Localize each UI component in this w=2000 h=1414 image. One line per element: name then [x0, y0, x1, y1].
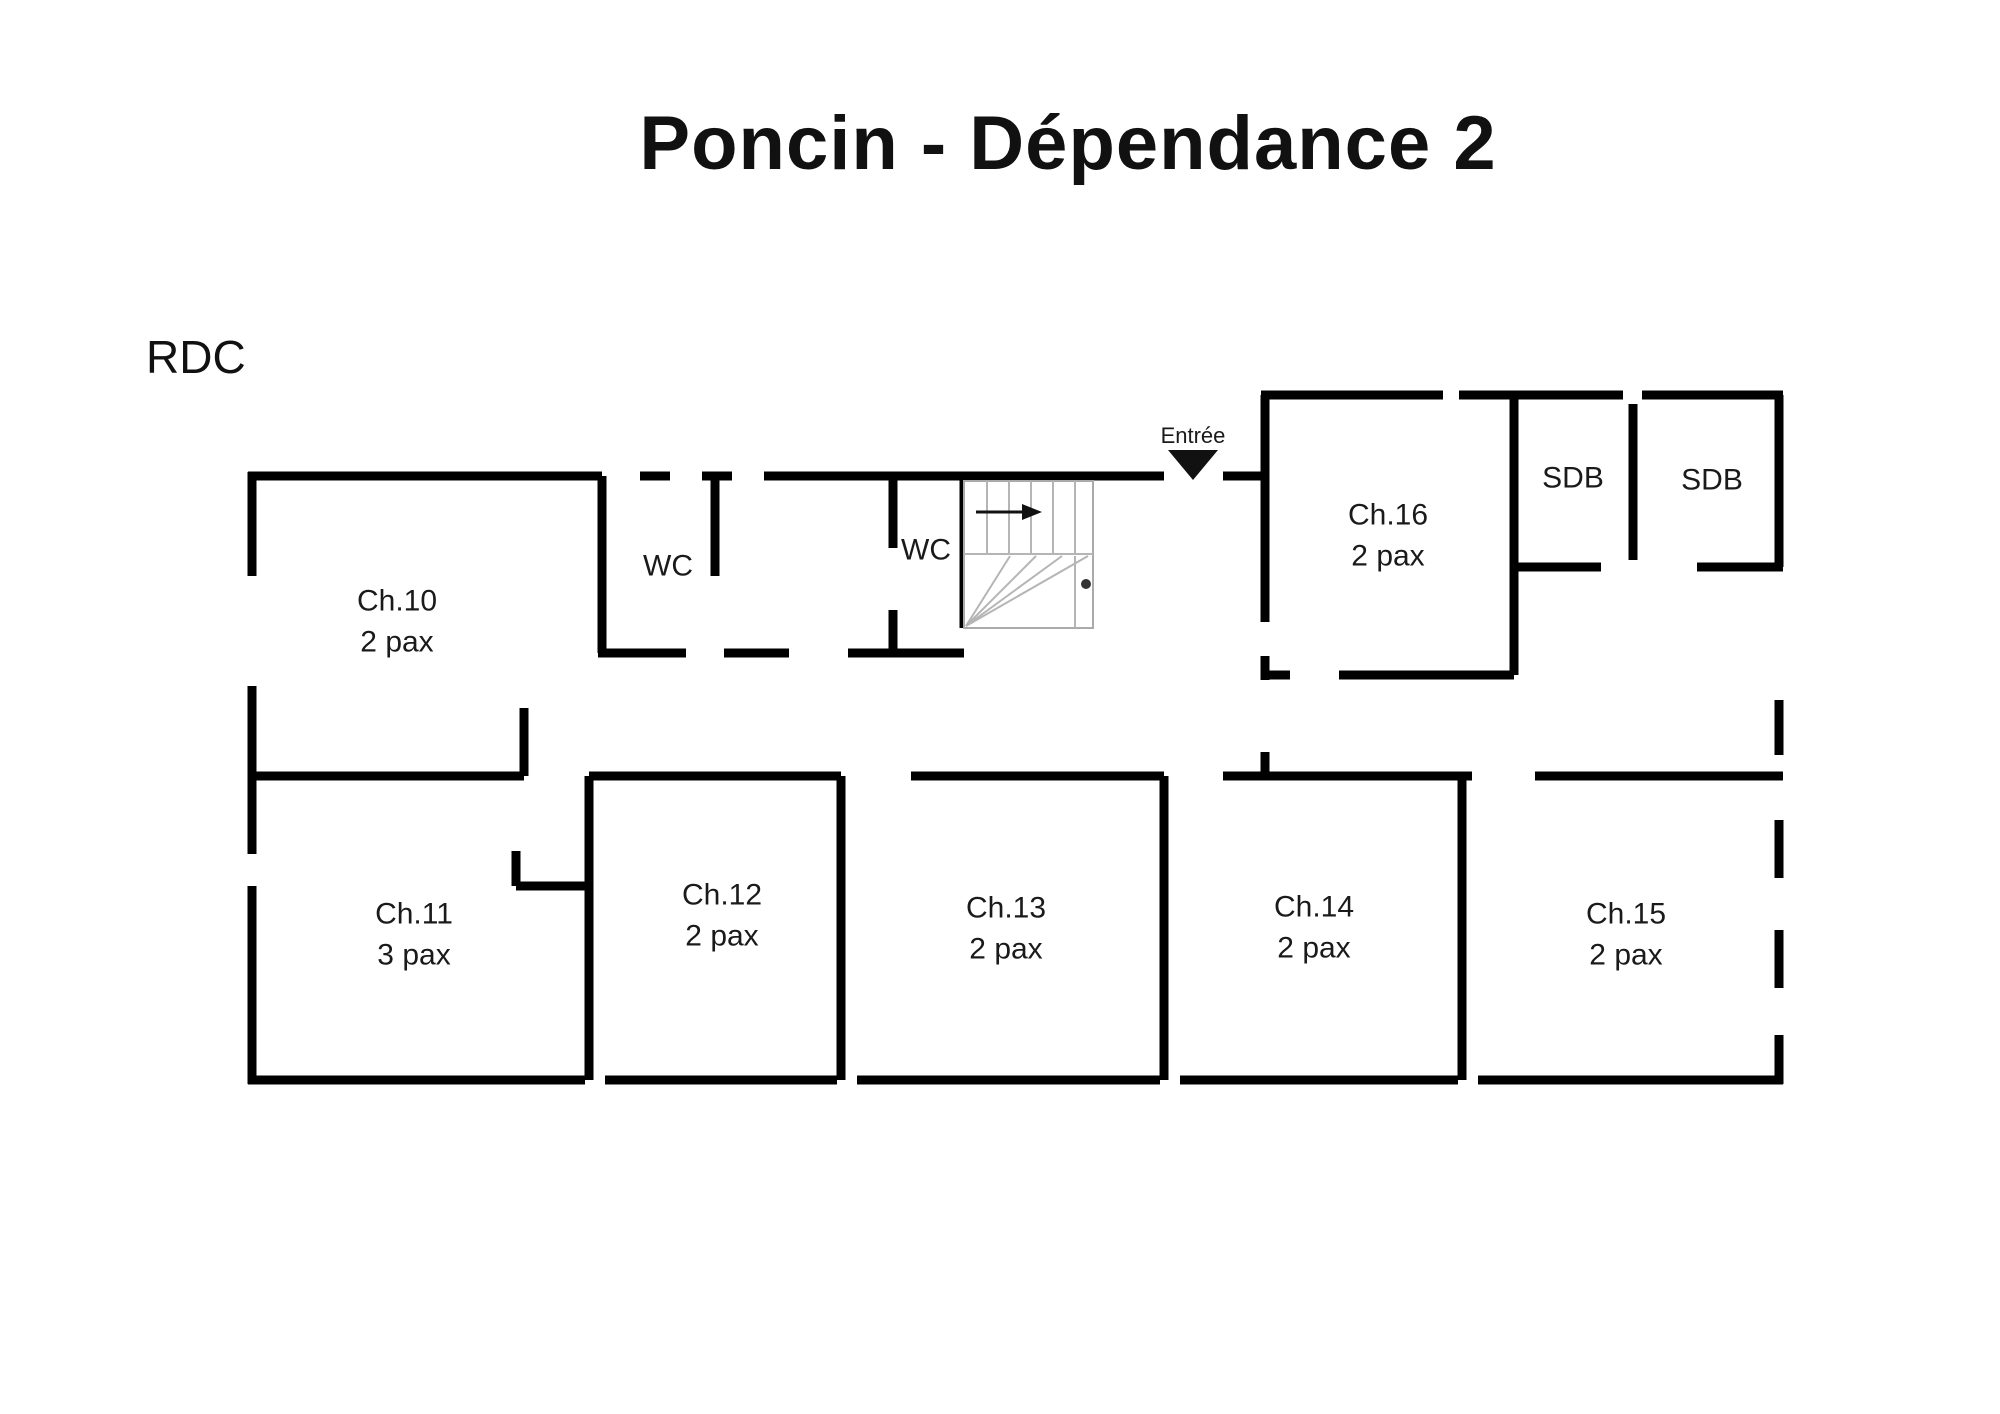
room-name: Ch.14: [1273, 890, 1355, 924]
room-name: Ch.10: [356, 584, 438, 618]
room-label-wc2: WC: [901, 529, 951, 570]
floor-label: RDC: [146, 331, 246, 383]
stair-direction-arrow-icon: [976, 504, 1042, 520]
room-label-ch15: Ch.15 2 pax: [1586, 894, 1666, 977]
room-label-wc1: WC: [643, 545, 693, 586]
entrance-label-text: Entrée: [1160, 422, 1226, 448]
room-capacity: 2 pax: [1351, 540, 1425, 573]
room-name: Ch.13: [965, 891, 1047, 925]
room-capacity: 2 pax: [1277, 932, 1351, 965]
room-capacity: 2 pax: [969, 933, 1043, 966]
room-label-ch16: Ch.16 2 pax: [1348, 495, 1428, 578]
room-name: WC: [643, 549, 693, 583]
room-capacity: 3 pax: [377, 939, 451, 972]
room-label-ch10: Ch.10 2 pax: [357, 581, 437, 664]
floor-plan-walls: [247, 390, 1784, 1085]
room-name: SDB: [1681, 463, 1743, 497]
room-capacity: 2 pax: [685, 920, 759, 953]
room-capacity: 2 pax: [1589, 939, 1663, 972]
room-label-ch11: Ch.11 3 pax: [375, 894, 453, 977]
room-name: Ch.11: [375, 897, 453, 931]
room-label-sdb1: SDB: [1542, 457, 1604, 498]
room-capacity: 2 pax: [360, 626, 434, 659]
room-label-ch13: Ch.13 2 pax: [966, 888, 1046, 971]
room-label-ch14: Ch.14 2 pax: [1274, 887, 1354, 970]
room-name: SDB: [1542, 461, 1604, 495]
room-name: Ch.16: [1347, 498, 1429, 532]
stair-landing-dot: [1081, 579, 1091, 589]
entrance-label: Entrée: [1161, 421, 1226, 451]
staircase: [963, 480, 1094, 629]
room-name: Ch.12: [681, 878, 763, 912]
entrance-arrow-icon: [1168, 450, 1218, 480]
room-label-ch12: Ch.12 2 pax: [682, 875, 762, 958]
room-name: Ch.15: [1585, 897, 1667, 931]
page-title: Poncin - Dépendance 2: [639, 101, 1497, 186]
room-name: WC: [901, 533, 951, 567]
room-label-sdb2: SDB: [1681, 459, 1743, 500]
